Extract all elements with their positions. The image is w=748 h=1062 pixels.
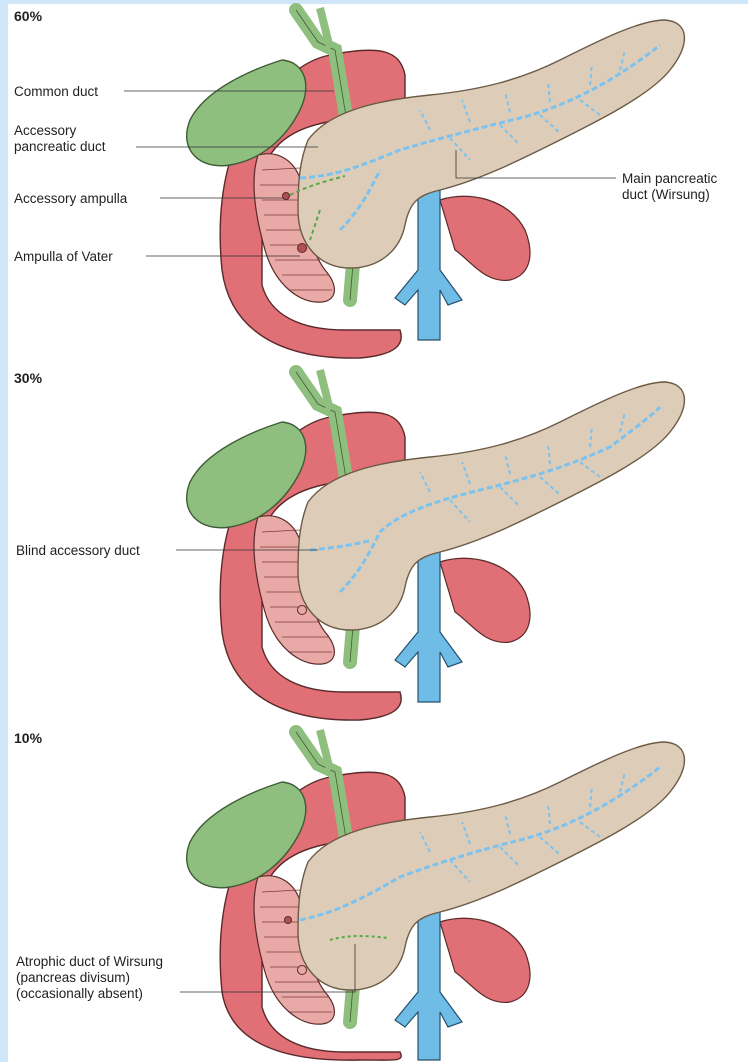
anatomy-drawing bbox=[187, 730, 685, 1060]
superior-mesenteric-artery bbox=[440, 918, 530, 1002]
percentage-label: 10% bbox=[14, 730, 42, 746]
accessory-ampulla bbox=[283, 193, 290, 200]
label-common-duct: Common duct bbox=[14, 84, 98, 100]
label-main-pancreatic-duct: Main pancreatic duct (Wirsung) bbox=[622, 171, 717, 203]
label-accessory-pancreatic-duct: Accessory pancreatic duct bbox=[14, 123, 106, 155]
pancreas-illustration-10 bbox=[0, 722, 748, 1062]
panel-60-percent: 60% Common duct Accessory pancreatic duc… bbox=[0, 0, 748, 360]
accessory-ampulla bbox=[285, 917, 292, 924]
label-atrophic-duct: Atrophic duct of Wirsung (pancreas divis… bbox=[16, 954, 163, 1002]
label-accessory-ampulla: Accessory ampulla bbox=[14, 191, 127, 207]
ampulla-of-vater bbox=[298, 244, 307, 253]
panel-10-percent: 10% Atrophic duct of Wirsung (pancreas d… bbox=[0, 722, 748, 1062]
superior-mesenteric-artery bbox=[440, 558, 530, 642]
gallbladder bbox=[187, 422, 306, 528]
percentage-label: 60% bbox=[14, 8, 42, 24]
percentage-label: 30% bbox=[14, 370, 42, 386]
gallbladder bbox=[187, 782, 306, 888]
label-ampulla-of-vater: Ampulla of Vater bbox=[14, 249, 113, 265]
ampulla-of-vater bbox=[298, 606, 307, 615]
ampulla-of-vater bbox=[298, 966, 307, 975]
panel-30-percent: 30% Blind accessory duct bbox=[0, 362, 748, 722]
anatomy-drawing bbox=[187, 370, 685, 720]
superior-mesenteric-artery bbox=[440, 196, 530, 280]
pancreas-illustration-30 bbox=[0, 362, 748, 722]
anatomy-drawing bbox=[187, 8, 685, 358]
label-blind-accessory-duct: Blind accessory duct bbox=[16, 543, 140, 559]
gallbladder bbox=[187, 60, 306, 166]
